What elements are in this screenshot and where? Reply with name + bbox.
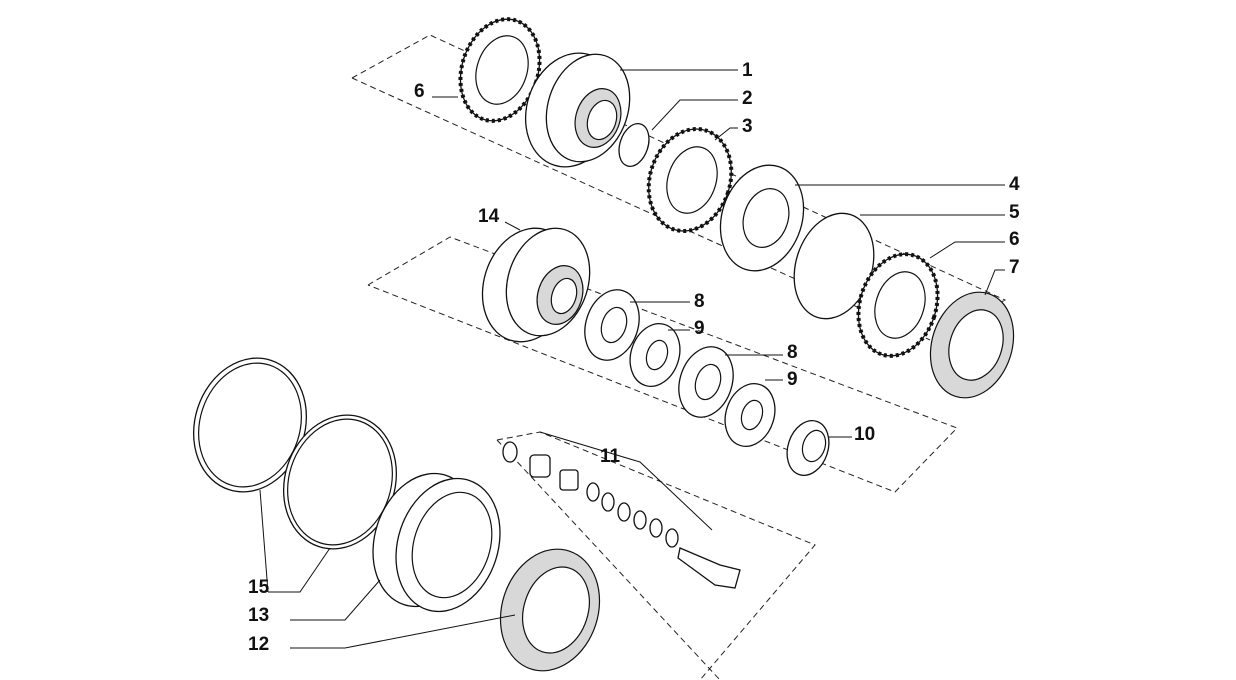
part-1-clutch-hub xyxy=(524,52,631,168)
group-outline-lower-left xyxy=(496,439,721,680)
group-outline-upper-bottom xyxy=(351,77,931,341)
callout-8: 8 xyxy=(694,291,705,312)
group-outline-middle xyxy=(367,236,958,493)
part-4-steel-plate xyxy=(719,164,805,272)
callout-9-second: 9 xyxy=(787,369,798,390)
callout-5: 5 xyxy=(1009,202,1020,223)
part-12-housing xyxy=(499,548,601,672)
callout-9: 9 xyxy=(694,318,705,339)
part-8-washer xyxy=(584,289,640,361)
callout-1: 1 xyxy=(742,60,753,81)
callout-8-second: 8 xyxy=(787,342,798,363)
part-2-snap-ring xyxy=(618,122,650,168)
part-6-friction-disc-second xyxy=(856,252,940,358)
callout-6-second: 6 xyxy=(1009,229,1020,250)
part-9-gear-washer-second xyxy=(724,383,776,447)
leader-lines xyxy=(259,69,1005,649)
part-10-bearing xyxy=(786,420,830,476)
callout-7: 7 xyxy=(1009,257,1020,278)
callout-3: 3 xyxy=(742,116,753,137)
part-15-seal-rings xyxy=(192,357,398,550)
callout-4: 4 xyxy=(1009,174,1020,195)
part-9-gear-washer xyxy=(629,323,681,387)
callout-13: 13 xyxy=(248,605,269,626)
callout-6: 6 xyxy=(414,81,425,102)
callout-15: 15 xyxy=(248,577,270,598)
callout-2: 2 xyxy=(742,88,753,109)
part-14-hub xyxy=(481,227,591,343)
callout-10: 10 xyxy=(854,424,875,445)
group-outline-lower xyxy=(496,431,816,680)
part-7-ring-nut xyxy=(929,291,1015,399)
callout-11: 11 xyxy=(600,446,621,467)
callout-12: 12 xyxy=(248,634,269,655)
part-8-washer-second xyxy=(678,346,734,418)
part-11-valve-kit xyxy=(502,441,741,589)
part-3-friction-disc xyxy=(646,127,734,233)
part-13-piston xyxy=(372,472,501,613)
callout-14: 14 xyxy=(478,206,500,227)
